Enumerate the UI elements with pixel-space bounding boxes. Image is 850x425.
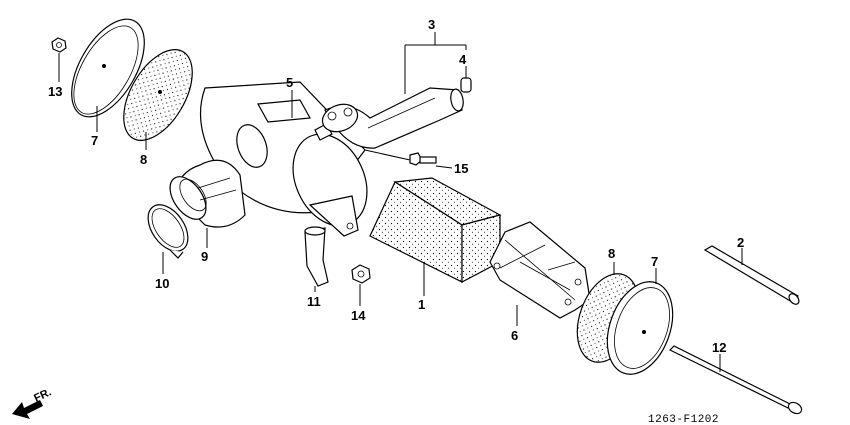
label-part-10: 10 bbox=[155, 276, 169, 291]
label-part-15: 15 bbox=[454, 161, 468, 176]
part-1-foam-filter bbox=[369, 177, 502, 296]
part-11-drain-tube bbox=[304, 226, 329, 292]
part-5-air-cleaner-case bbox=[199, 81, 368, 237]
label-part-2: 2 bbox=[737, 235, 744, 250]
label-part-6: 6 bbox=[511, 328, 518, 343]
label-part-8-left: 8 bbox=[140, 152, 147, 167]
label-part-3: 3 bbox=[428, 17, 435, 32]
part-12-long-bolt bbox=[668, 345, 803, 415]
part-13-nut bbox=[51, 37, 67, 82]
diagram-code: 1263-F1202 bbox=[648, 414, 719, 425]
part-2-rod bbox=[703, 245, 800, 305]
part-10-clamp-band bbox=[147, 204, 189, 274]
part-6-bracket bbox=[489, 221, 591, 326]
part-9-connecting-tube bbox=[169, 159, 246, 248]
label-part-5: 5 bbox=[286, 75, 293, 90]
part-3-intake-tube bbox=[321, 32, 467, 149]
label-part-4: 4 bbox=[459, 52, 467, 67]
part-7-cover-right bbox=[606, 268, 674, 375]
part-14-nut bbox=[351, 264, 371, 306]
front-marker-label: FR. bbox=[32, 386, 53, 404]
part-4-cap bbox=[460, 66, 472, 93]
front-direction-arrow: FR. bbox=[12, 386, 53, 419]
label-part-1: 1 bbox=[418, 297, 425, 312]
label-part-8-right: 8 bbox=[608, 246, 615, 261]
label-part-7-left: 7 bbox=[91, 133, 98, 148]
part-7-cover-left bbox=[71, 18, 145, 132]
label-part-7-right: 7 bbox=[651, 254, 658, 269]
part-15-bolt bbox=[364, 149, 453, 169]
label-part-12: 12 bbox=[712, 340, 726, 355]
label-part-11: 11 bbox=[307, 294, 321, 309]
label-part-9: 9 bbox=[201, 249, 208, 264]
label-part-14: 14 bbox=[351, 308, 366, 323]
part-8-filter-left bbox=[123, 49, 193, 150]
label-part-13: 13 bbox=[48, 84, 62, 99]
